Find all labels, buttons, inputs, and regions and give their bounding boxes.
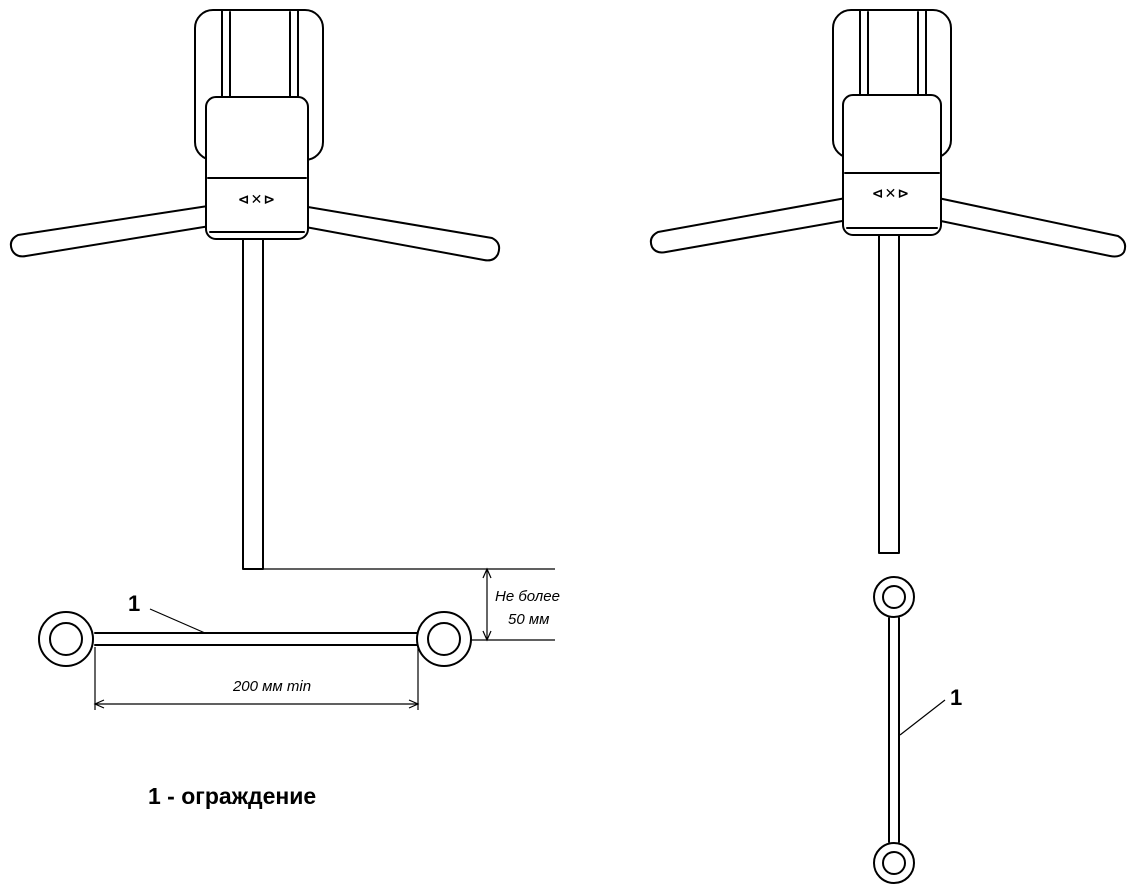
left-callout-leader [149, 608, 206, 634]
left-turnstile-rails [221, 9, 299, 101]
right-callout-number: 1 [950, 685, 962, 710]
left-dimension-lines [253, 567, 555, 642]
left-turnstile-left-arm [9, 205, 211, 258]
right-turnstile-post [878, 234, 900, 554]
left-fence [38, 611, 472, 667]
gap-label-line1: Не более [495, 588, 560, 605]
left-turnstile-right-arm [299, 205, 501, 262]
right-turnstile-rails [859, 9, 927, 99]
right-callout-leader [899, 699, 946, 736]
right-turnstile-right-arm [935, 197, 1127, 258]
right-turnstile: ⊲✕⊳ [649, 9, 1127, 554]
left-turnstile-front-body [205, 96, 309, 240]
left-turnstile-logo: ⊲✕⊳ [238, 192, 276, 208]
span-dimension [93, 647, 420, 710]
right-fence [873, 576, 915, 884]
gap-label-line2: 50 мм [508, 611, 549, 628]
left-callout-number: 1 [128, 591, 140, 616]
right-turnstile-front-body [842, 94, 942, 236]
span-label: 200 мм min [232, 678, 311, 695]
left-turnstile-post [242, 238, 264, 570]
legend-text: 1 - ограждение [148, 783, 316, 809]
right-turnstile-left-arm [649, 197, 849, 254]
right-turnstile-logo: ⊲✕⊳ [872, 186, 910, 202]
left-turnstile: ⊲✕⊳ [9, 9, 501, 570]
